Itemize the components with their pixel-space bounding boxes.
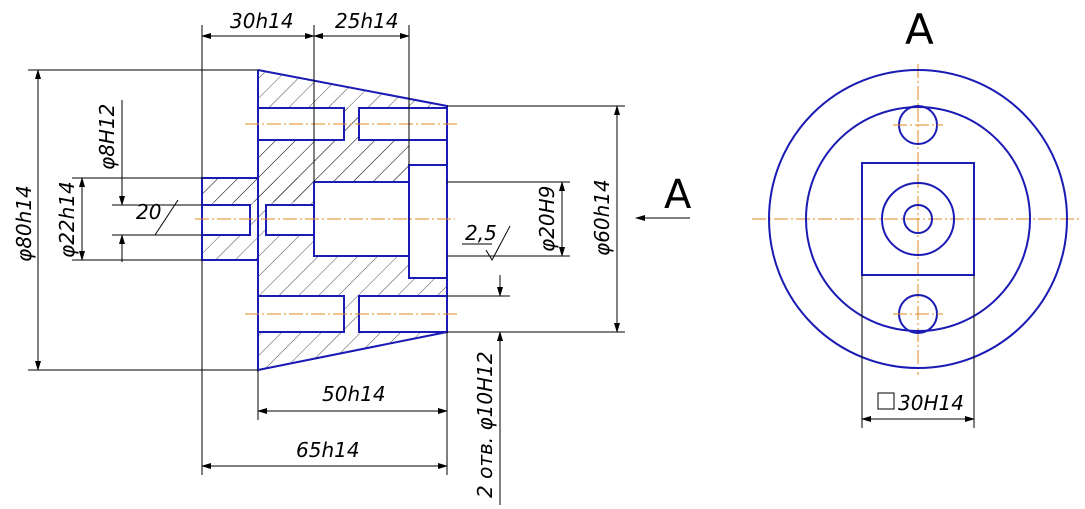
dim-8H12: φ8H12 [95, 104, 119, 170]
section-center-lines [195, 123, 458, 315]
dim-30h14: 30h14 [230, 9, 294, 33]
dim-angle-20: 20 [136, 200, 161, 224]
dim-20H9: φ20H9 [535, 186, 559, 252]
dim-50h14: 50h14 [322, 382, 386, 406]
dimension-lines [28, 25, 690, 505]
dim-65h14: 65h14 [296, 438, 360, 462]
view-a-dimension [861, 275, 975, 428]
dim-25h14: 25h14 [335, 9, 399, 33]
view-a-outline [768, 69, 1068, 369]
section-view: 30h14 25h14 φ80h14 φ8H12 φ22h14 20 φ20H9… [12, 9, 692, 505]
dim-60h14: φ60h14 [590, 179, 614, 256]
view-a-label: A [905, 5, 934, 54]
dim-80h14: φ80h14 [12, 185, 36, 262]
view-a: A 30H14 [752, 5, 1080, 428]
roughness-2-5: 2,5 [465, 221, 497, 245]
dimension-texts: 30h14 25h14 φ80h14 φ8H12 φ22h14 20 φ20H9… [12, 9, 692, 498]
view-a-small-axes [893, 124, 943, 315]
dim-holes-10H12: 2 отв. φ10H12 [473, 351, 497, 498]
dim-square-30H14: 30H14 [898, 391, 964, 415]
view-arrow-label: A [664, 172, 692, 218]
dim-22h14: φ22h14 [55, 181, 79, 258]
